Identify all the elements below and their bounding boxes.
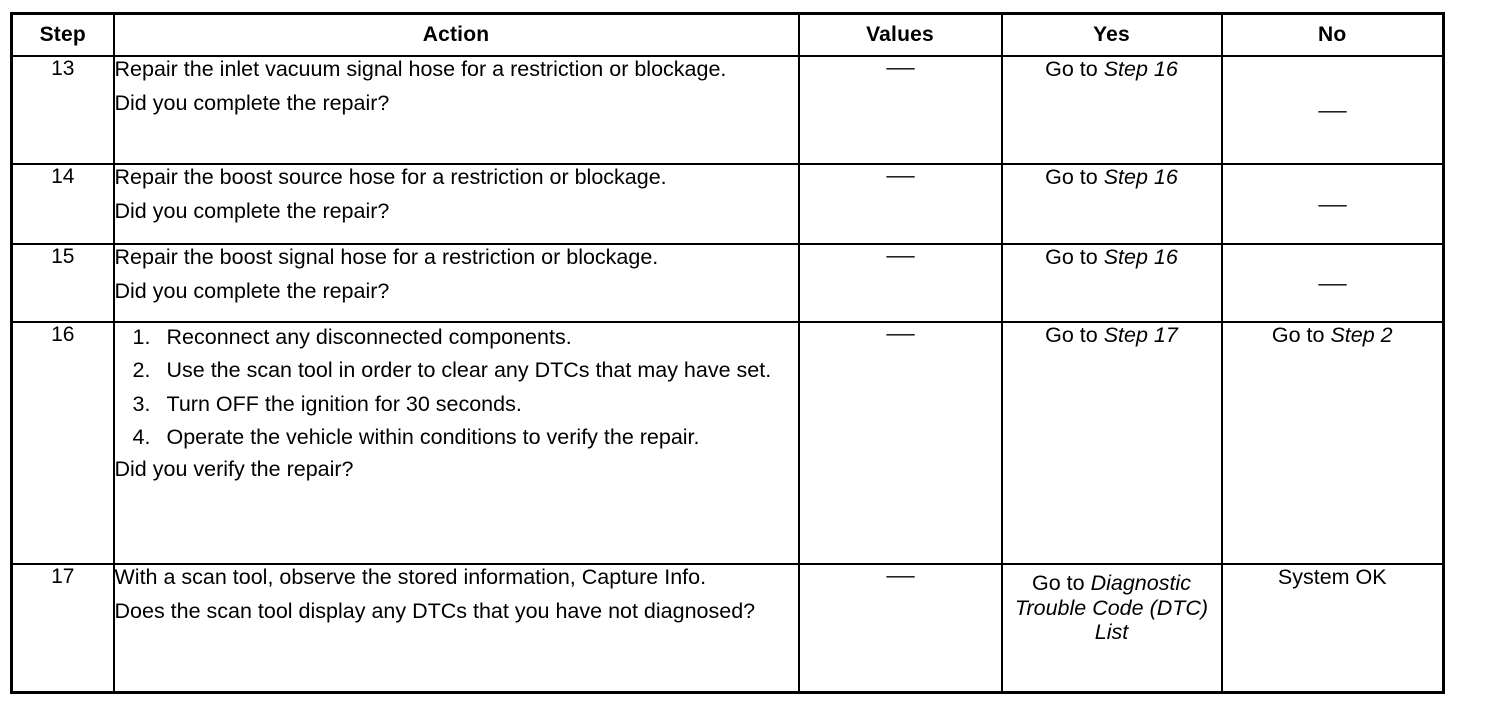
yes-cell: Go to Step 16 — [1000, 55, 1223, 165]
values-dash: — — [885, 564, 915, 587]
yes-target: Step 17 — [1103, 323, 1178, 347]
action-question: Does the scan tool display any DTCs that… — [114, 599, 756, 624]
yes-prefix: Go to — [1032, 571, 1091, 595]
values-dash: — — [885, 322, 915, 345]
values-cell: — — [797, 163, 1003, 245]
step-number-cell: 17 — [10, 563, 115, 693]
list-item-text: Operate the vehicle within conditions to… — [166, 424, 700, 449]
values-dash: — — [885, 56, 915, 79]
step-number-cell: 14 — [10, 163, 115, 245]
action-numbered-list: 1. Reconnect any disconnected components… — [115, 325, 798, 449]
table-row: 14 Repair the boost source hose for a re… — [10, 163, 1445, 245]
action-instruction: With a scan tool, observe the stored inf… — [114, 565, 707, 589]
list-item: 1. Reconnect any disconnected components… — [115, 325, 798, 349]
table-row: 15 Repair the boost signal hose for a re… — [10, 243, 1445, 323]
list-item-number: 3. — [132, 391, 151, 416]
list-item: 2. Use the scan tool in order to clear a… — [115, 358, 798, 382]
yes-cell: Go to Diagnostic Trouble Code (DTC) List — [1000, 563, 1223, 693]
table-row: 17 With a scan tool, observe the stored … — [10, 563, 1445, 693]
column-header-values: Values — [797, 12, 1003, 57]
no-text: System OK — [1277, 565, 1387, 589]
yes-prefix: Go to — [1045, 57, 1104, 81]
yes-target: Step 16 — [1103, 245, 1178, 269]
list-item: 4. Operate the vehicle within conditions… — [115, 425, 798, 449]
yes-cell: Go to Step 17 — [1000, 321, 1223, 565]
step-number-cell: 13 — [10, 55, 115, 165]
action-instruction: Repair the boost source hose for a restr… — [114, 165, 667, 189]
no-cell: — — [1220, 243, 1445, 323]
yes-target: Step 16 — [1103, 165, 1178, 189]
values-cell: — — [797, 243, 1003, 323]
list-item: 3. Turn OFF the ignition for 30 seconds. — [115, 392, 798, 416]
action-question: Did you complete the repair? — [114, 91, 390, 116]
action-cell: Repair the boost signal hose for a restr… — [112, 243, 800, 323]
action-question: Did you complete the repair? — [114, 199, 390, 224]
diagnostic-table-container: Step Action Values Yes No 13 Repair the … — [10, 12, 1445, 694]
list-item-number: 4. — [132, 424, 151, 449]
action-instruction: Repair the inlet vacuum signal hose for … — [114, 57, 727, 81]
no-dash: — — [1318, 98, 1347, 122]
no-cell: — — [1220, 55, 1445, 165]
values-cell: — — [797, 321, 1003, 565]
column-header-action: Action — [112, 12, 800, 57]
action-cell: Repair the inlet vacuum signal hose for … — [112, 55, 800, 165]
yes-cell: Go to Step 16 — [1000, 163, 1223, 245]
column-header-no: No — [1220, 12, 1445, 57]
no-dash: — — [1318, 271, 1347, 295]
yes-prefix: Go to — [1045, 245, 1104, 269]
values-cell: — — [797, 55, 1003, 165]
no-cell: — — [1220, 163, 1445, 245]
values-dash: — — [885, 244, 915, 267]
values-dash: — — [885, 164, 915, 187]
column-header-step: Step — [10, 12, 115, 57]
diagnostic-procedure-table: Step Action Values Yes No 13 Repair the … — [10, 12, 1445, 694]
action-question: Did you complete the repair? — [114, 279, 390, 304]
column-header-yes: Yes — [1000, 12, 1223, 57]
step-number-cell: 16 — [10, 321, 115, 565]
no-dash: — — [1318, 192, 1347, 216]
table-row: 13 Repair the inlet vacuum signal hose f… — [10, 55, 1445, 165]
no-cell: System OK — [1220, 563, 1445, 693]
table-row: 16 1. Reconnect any disconnected compone… — [10, 321, 1445, 565]
list-item-number: 1. — [132, 325, 151, 349]
action-question: Did you verify the repair? — [114, 457, 354, 482]
step-number-cell: 15 — [10, 243, 115, 323]
no-target: Step 2 — [1330, 323, 1393, 347]
action-instruction: Repair the boost signal hose for a restr… — [114, 245, 659, 269]
yes-prefix: Go to — [1045, 323, 1104, 347]
table-header-row: Step Action Values Yes No — [10, 12, 1445, 57]
list-item-text: Turn OFF the ignition for 30 seconds. — [166, 391, 522, 416]
list-item-text: Use the scan tool in order to clear any … — [166, 358, 772, 383]
action-cell: With a scan tool, observe the stored inf… — [112, 563, 800, 693]
action-cell: Repair the boost source hose for a restr… — [112, 163, 800, 245]
action-cell: 1. Reconnect any disconnected components… — [112, 321, 800, 565]
yes-target: Diagnostic Trouble Code (DTC) List — [1014, 571, 1209, 644]
list-item-number: 2. — [132, 358, 151, 383]
yes-target: Step 16 — [1103, 57, 1178, 81]
no-prefix: Go to — [1271, 323, 1331, 347]
list-item-text: Reconnect any disconnected components. — [166, 325, 572, 349]
yes-prefix: Go to — [1045, 165, 1104, 189]
no-cell: Go to Step 2 — [1220, 321, 1445, 565]
yes-cell: Go to Step 16 — [1000, 243, 1223, 323]
values-cell: — — [797, 563, 1003, 693]
